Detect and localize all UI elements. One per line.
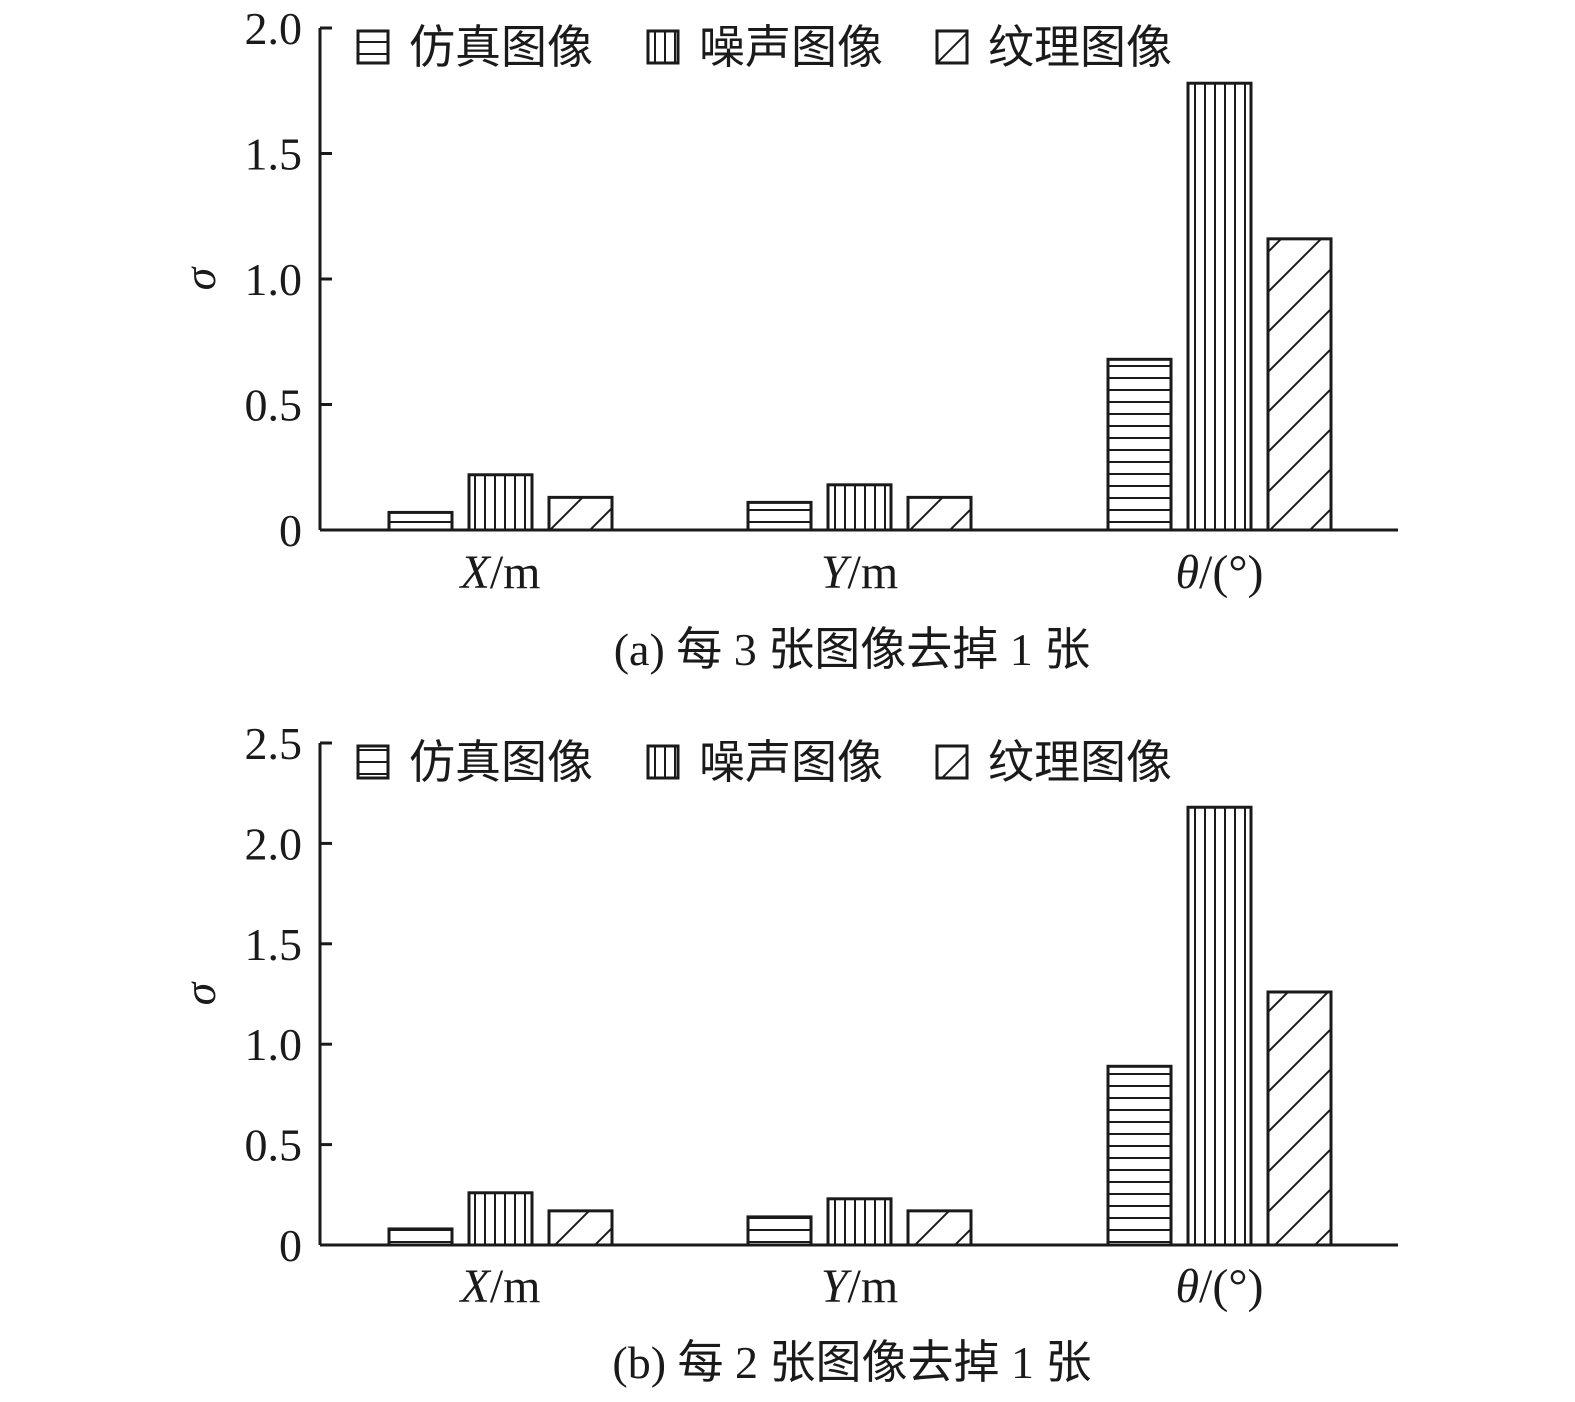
chart-caption: (b) 每 2 张图像去掉 1 张 [612, 1337, 1091, 1388]
category-symbol: X [459, 546, 492, 599]
y-tick-label: 1.0 [245, 254, 303, 305]
legend-swatch-diagonal [935, 29, 969, 65]
category-symbol: θ [1175, 546, 1199, 599]
legend-label: 仿真图像 [409, 20, 593, 74]
category-unit: /m [848, 1260, 899, 1313]
y-axis-label: σ [174, 980, 225, 1005]
y-tick-label: 2.0 [245, 3, 303, 54]
category-unit: /m [490, 546, 541, 599]
bar-diagonal-0 [547, 495, 614, 532]
bar-horizontal-2 [1106, 357, 1173, 532]
bar-diagonal-0 [547, 1209, 614, 1247]
bar-vertical-1 [826, 483, 893, 532]
chart-caption: (a) 每 3 张图像去掉 1 张 [614, 624, 1091, 675]
legend-swatch-vertical [646, 29, 680, 65]
category-symbol: Y [821, 546, 852, 599]
legend-label: 噪声图像 [699, 735, 883, 789]
x-category-label: X/m [459, 1260, 541, 1313]
y-tick-label: 2.0 [245, 818, 303, 869]
y-tick-label: 1.5 [245, 129, 303, 180]
bars-layer [387, 805, 1333, 1247]
y-tick-label: 0 [279, 1220, 302, 1271]
bars-layer [387, 81, 1333, 532]
category-symbol: Y [821, 1260, 852, 1313]
category-unit: /m [490, 1260, 541, 1313]
legend-label: 仿真图像 [409, 735, 593, 789]
bar-diagonal-1 [906, 1209, 973, 1247]
legend: 仿真图像 噪声图像 纹理图像 [356, 20, 1172, 74]
bar-vertical-0 [467, 1191, 534, 1247]
bar-horizontal-0 [387, 510, 454, 532]
y-tick-label: 0.5 [245, 380, 303, 431]
x-category-label: Y/m [821, 1260, 898, 1313]
bar-diagonal-2 [1266, 990, 1333, 1247]
x-category-label: θ/(°) [1175, 546, 1263, 599]
y-tick-label: 0 [279, 505, 302, 556]
legend-swatch-horizontal [356, 29, 390, 65]
y-tick-label: 1.5 [245, 919, 303, 970]
legend-label: 噪声图像 [699, 20, 883, 74]
bar-vertical-2 [1186, 81, 1253, 532]
category-symbol: θ [1175, 1260, 1199, 1313]
category-unit: /(°) [1199, 546, 1264, 599]
bar-horizontal-0 [387, 1227, 454, 1247]
y-tick-label: 1.0 [245, 1019, 303, 1070]
bar-horizontal-1 [746, 500, 813, 532]
y-tick-label: 0.5 [245, 1120, 303, 1171]
bar-vertical-2 [1186, 805, 1253, 1247]
bar-diagonal-1 [906, 495, 973, 532]
bar-vertical-0 [467, 473, 534, 532]
bar-diagonal-2 [1266, 237, 1333, 532]
y-tick-label: 2.5 [245, 718, 303, 769]
legend-label: 纹理图像 [988, 20, 1172, 74]
category-unit: /m [848, 546, 899, 599]
legend-swatch-vertical [646, 744, 680, 780]
legend-swatch-diagonal [935, 744, 969, 780]
bar-horizontal-2 [1106, 1064, 1173, 1247]
bar-vertical-1 [826, 1197, 893, 1247]
y-axis-label: σ [174, 265, 225, 290]
legend: 仿真图像 噪声图像 纹理图像 [356, 735, 1172, 789]
bar-horizontal-1 [746, 1215, 813, 1247]
legend-swatch-horizontal [356, 744, 390, 780]
x-category-label: X/m [459, 546, 541, 599]
category-symbol: X [459, 1260, 492, 1313]
legend-label: 纹理图像 [988, 735, 1172, 789]
x-category-label: Y/m [821, 546, 898, 599]
category-unit: /(°) [1199, 1260, 1264, 1313]
x-category-label: θ/(°) [1175, 1260, 1263, 1313]
